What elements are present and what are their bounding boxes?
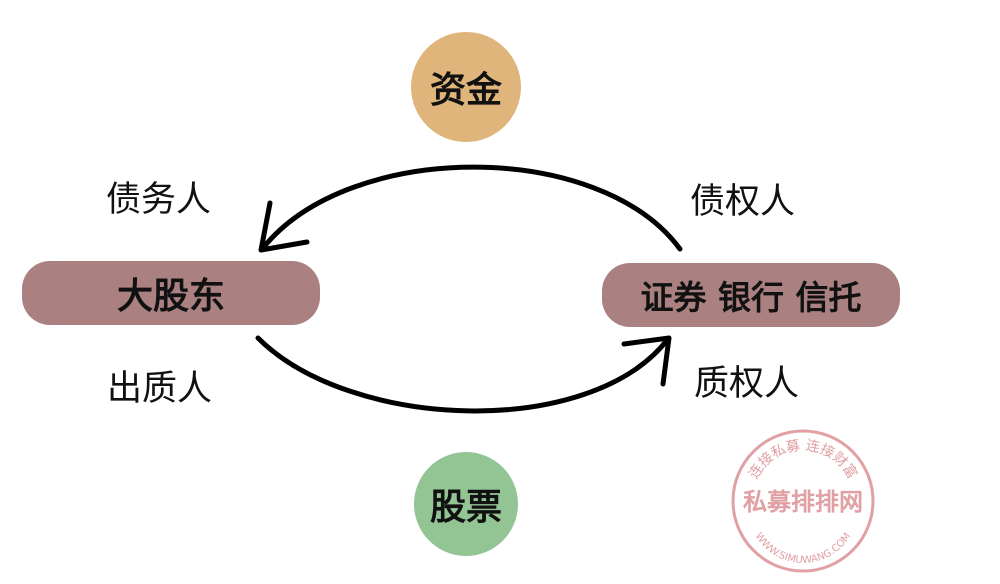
pledgor-label: 出质人 [107, 369, 213, 409]
institution-node: 证券 银行 信托 [602, 263, 900, 327]
fund-flow-arrowhead [258, 200, 310, 253]
stock-node: 股票 [414, 452, 518, 556]
major-shareholder-label: 大股东 [116, 276, 225, 317]
major-shareholder-node: 大股东 [22, 261, 320, 325]
pledgee-label: 质权人 [694, 364, 800, 404]
watermark-stamp: 连接私募 连接财富 私募排排网 WWW.SIMUWANG.COM [731, 429, 875, 573]
watermark-center-text: 私募排排网 [743, 488, 863, 516]
fund-node: 资金 [411, 32, 521, 142]
stock-label: 股票 [429, 487, 502, 528]
creditor-label: 债权人 [690, 182, 796, 222]
fund-flow-arrow [260, 164, 683, 252]
stock-flow-arrowhead [621, 335, 672, 387]
debtor-label: 债务人 [106, 180, 212, 220]
stock-flow-arrow [255, 335, 671, 414]
institution-label: 证券 银行 信托 [640, 278, 862, 317]
fund-label: 资金 [429, 70, 502, 111]
